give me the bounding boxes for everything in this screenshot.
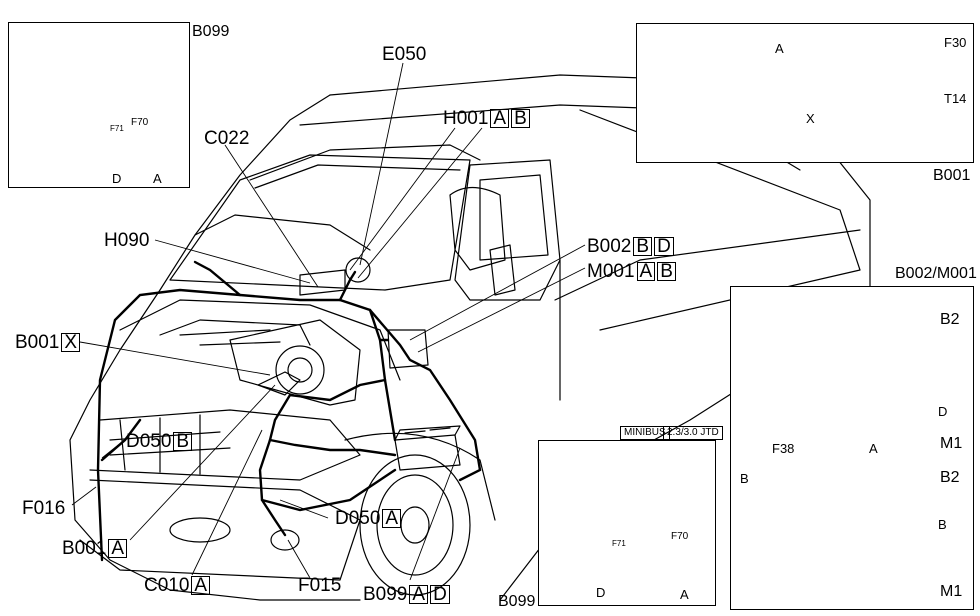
headlight-outline: [229, 319, 361, 406]
engine-tag: 2.3/3.0 JTD: [663, 426, 723, 440]
callout-d050b-code: D050: [126, 431, 172, 452]
engine-fusebox-outline: [257, 371, 301, 396]
b099-bottom-fuse-f70: F70: [671, 531, 689, 542]
windshield-outline: [169, 154, 471, 291]
b001-label-a: A: [775, 41, 784, 56]
callout-c010a-tag-a: A: [191, 576, 211, 595]
callout-m001-code: M001: [587, 261, 635, 282]
callout-e050: E050: [382, 44, 427, 65]
b002-m001-label-m1-bottom: M1: [940, 583, 963, 600]
b002-m001-label-d: D: [938, 404, 948, 419]
callout-h090: H090: [104, 230, 150, 251]
callout-b001a-tag-a: A: [108, 539, 128, 558]
seat-outline: [449, 186, 506, 271]
b001-title: B001: [933, 167, 971, 184]
callout-b099ad-tag-d: D: [430, 585, 450, 604]
callout-d050a-code: D050: [335, 508, 381, 529]
callout-h001-tag-b: B: [511, 109, 530, 128]
dashboard-fusebox-outline: [387, 329, 429, 369]
front-wheel-outline: [344, 432, 496, 596]
b002-m001-inset: [730, 286, 974, 610]
callout-m001-tag-b: B: [657, 262, 676, 281]
callout-d050a-tag-a: A: [382, 509, 402, 528]
callout-b002-code: B002: [587, 236, 632, 257]
b099-top-label-d: D: [112, 171, 122, 186]
callout-b099ad-tag-a: A: [409, 585, 429, 604]
b002-m001-label-b-left: B: [740, 471, 749, 486]
callout-f016: F016: [22, 498, 66, 519]
b002-m001-title: B002/M001: [895, 265, 977, 282]
side-mirror: [489, 244, 516, 296]
b002-m001-label-b-right: B: [938, 517, 947, 532]
b099-top-title: B099: [192, 23, 230, 40]
callout-b001x-tag-x: X: [61, 333, 81, 352]
b002-m001-label-b2-top: B2: [940, 311, 960, 328]
callout-d050b-tag-b: B: [173, 432, 193, 451]
callout-b002-tag-b: B: [633, 237, 653, 256]
b002-m001-label-m1-top: M1: [940, 435, 963, 452]
callout-c022: C022: [204, 128, 250, 149]
battery-outline: [394, 425, 461, 471]
b099-top-fuse-f71: F71: [110, 124, 124, 133]
b001-inset: [636, 23, 974, 163]
minibus-tag: MINIBUS: [620, 426, 670, 440]
bumper-outline: [79, 479, 361, 581]
b099-top-inset: [8, 22, 190, 188]
callout-b002-tag-d: D: [654, 237, 674, 256]
b002-m001-label-a: A: [869, 441, 878, 456]
b002-m001-label-f38: F38: [772, 441, 795, 456]
b001-label-f30: F30: [944, 35, 967, 50]
b099-top-label-a: A: [153, 171, 162, 186]
leader-lines: [71, 62, 586, 581]
b001-label-t14: T14: [944, 91, 967, 106]
callout-b099ad-code: B099: [363, 584, 408, 605]
washer-pump-outline: [345, 257, 371, 283]
wiring-harness: [96, 260, 482, 562]
b002-m001-label-b2-bottom: B2: [940, 469, 960, 486]
callout-f015: F015: [298, 575, 342, 596]
callout-h001-tag-a: A: [490, 109, 510, 128]
front-grille-outline: [89, 299, 401, 481]
b099-bottom-fuse-f71: F71: [612, 539, 626, 548]
callout-b001x-code: B001: [15, 332, 60, 353]
callout-b001a-code: B001: [62, 538, 107, 559]
callout-m001-tag-a: A: [636, 262, 656, 281]
b099-top-fuse-f70: F70: [131, 117, 149, 128]
b099-bottom-label-a: A: [680, 587, 689, 602]
callout-h001-code: H001: [443, 108, 489, 129]
b099-bottom-label-d: D: [596, 585, 606, 600]
callout-c010a-code: C010: [144, 575, 190, 596]
b001-label-x: X: [806, 111, 815, 126]
b099-bottom-inset: [538, 440, 716, 606]
b099-bottom-title: B099: [498, 593, 536, 610]
